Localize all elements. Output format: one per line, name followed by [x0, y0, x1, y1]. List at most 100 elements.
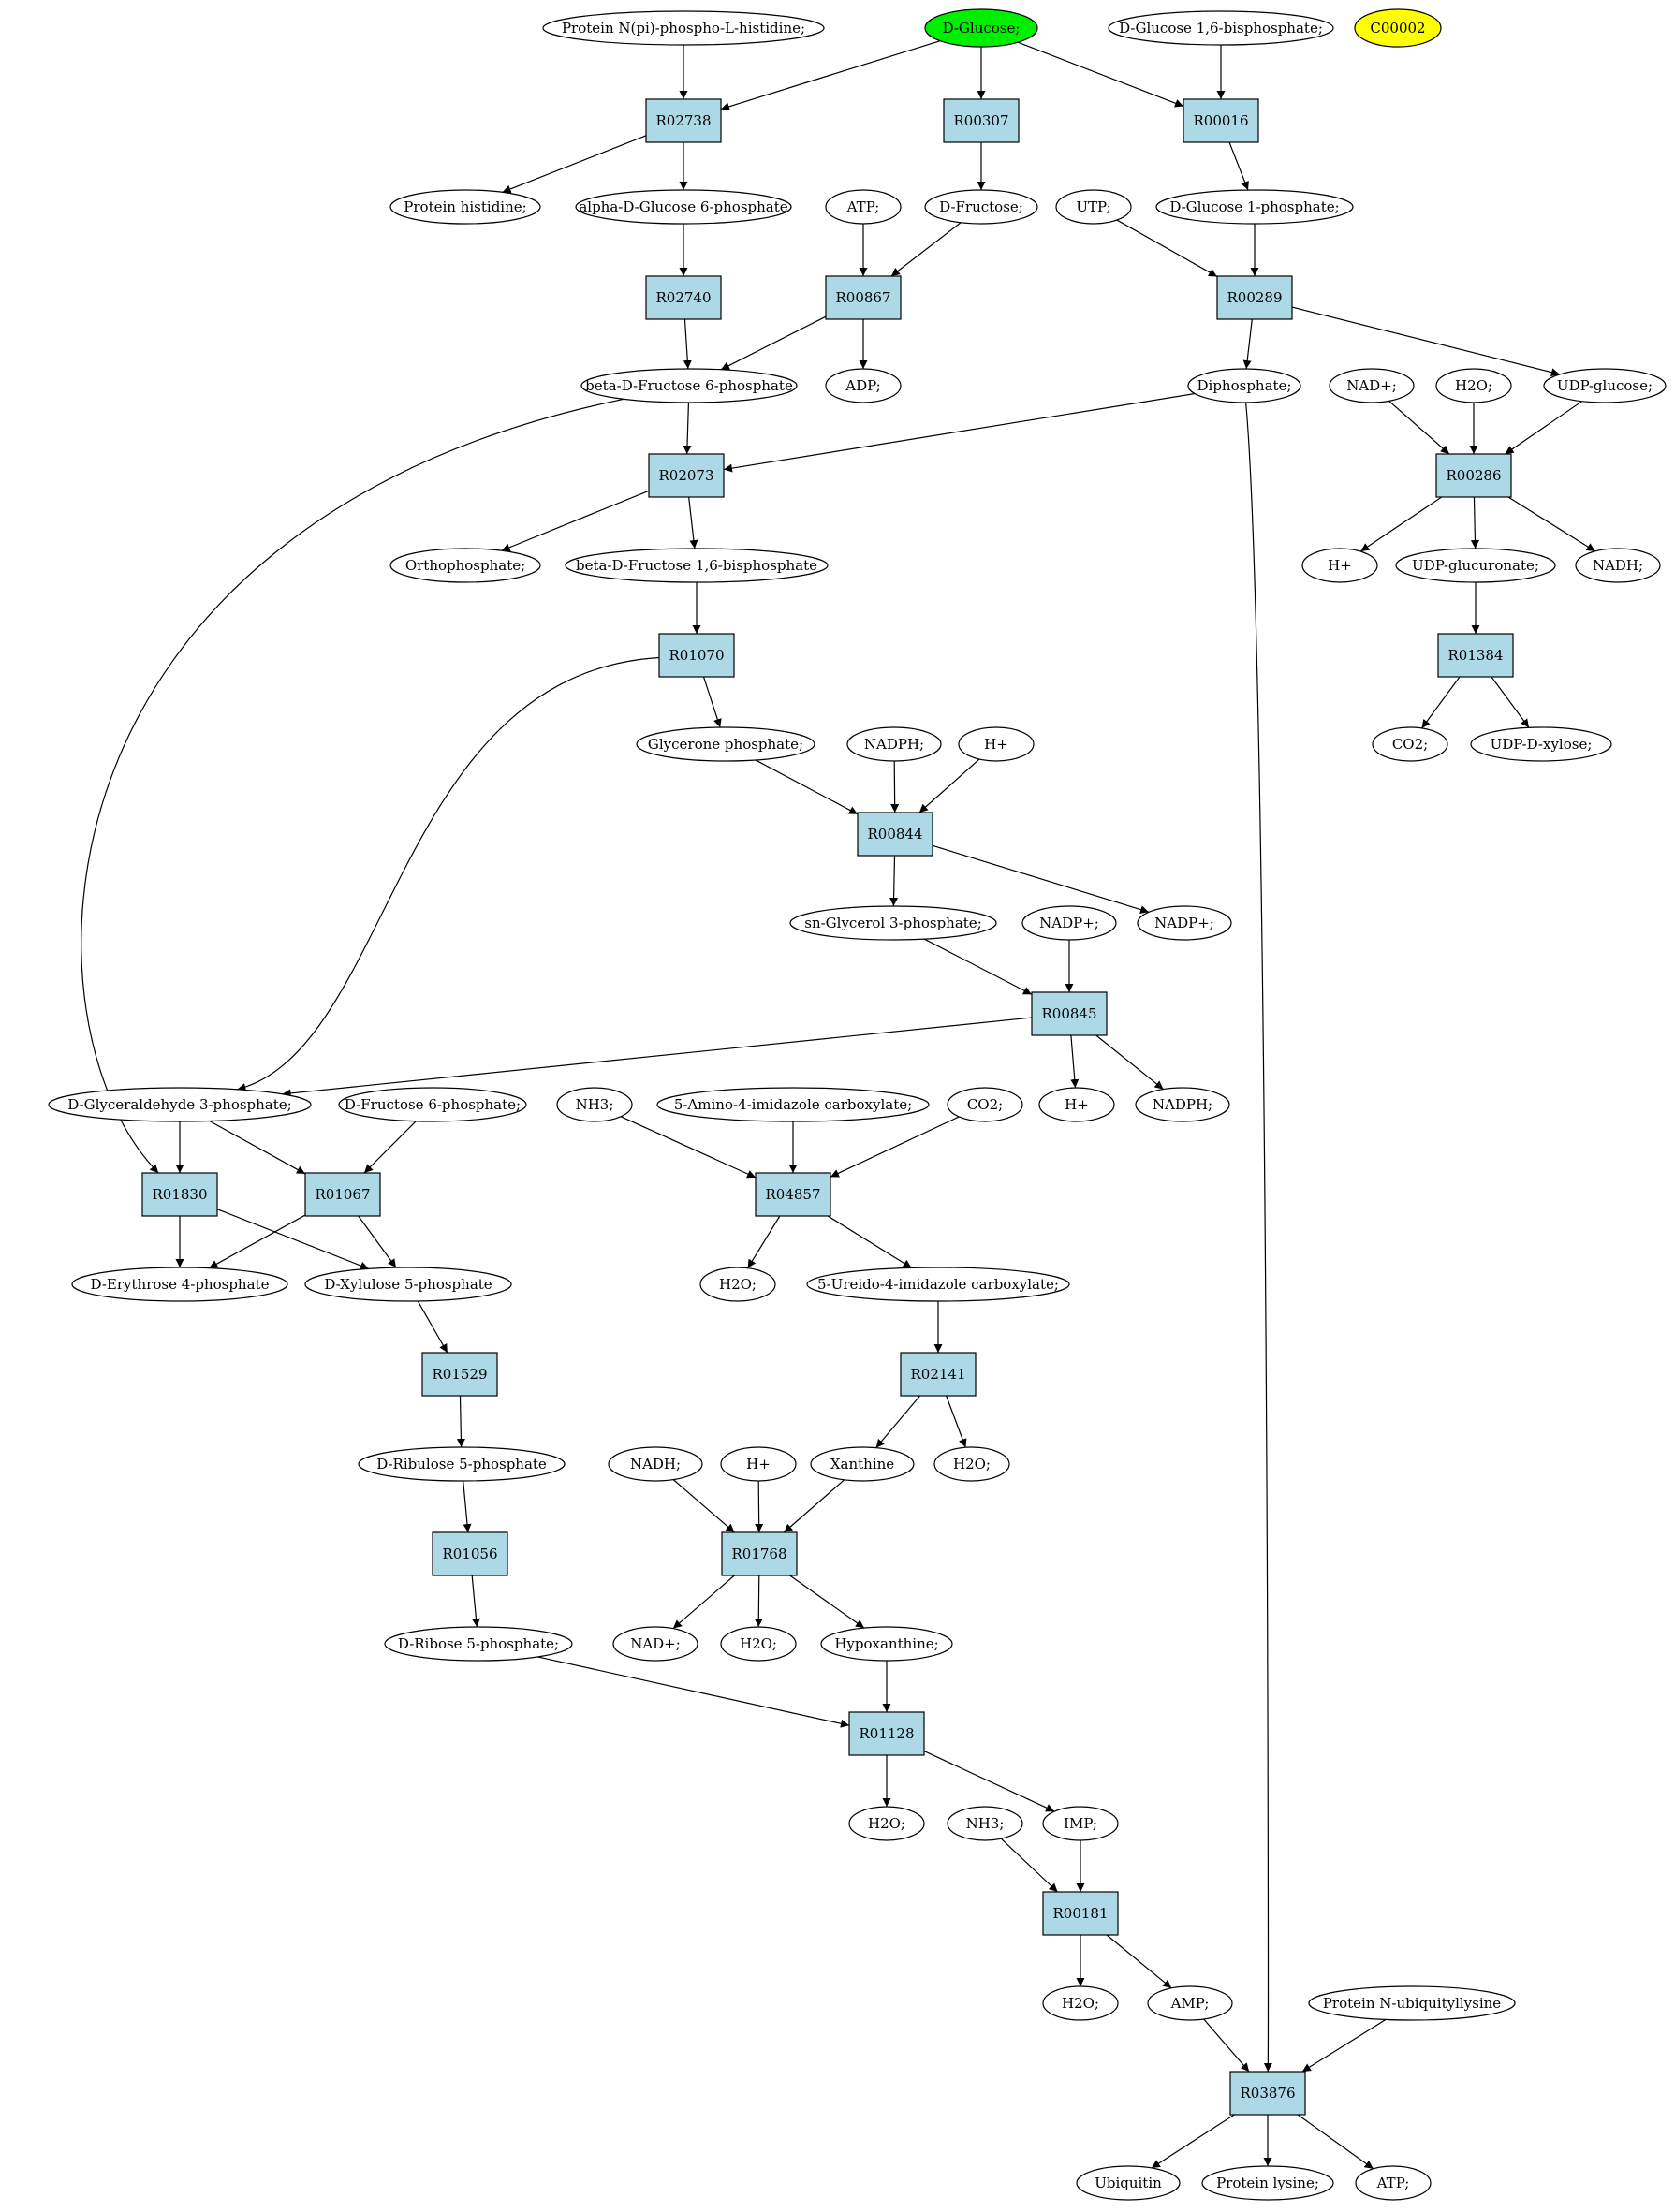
- edge-r22-to-n58: [1297, 2114, 1374, 2170]
- compound-ellipse: [846, 726, 942, 762]
- edge-r16-to-n41: [456, 1395, 465, 1448]
- node-label: R01128: [859, 1725, 914, 1742]
- node-label: H2O;: [740, 1635, 777, 1652]
- compound-node-n21: NADH;: [1575, 548, 1661, 583]
- compound-node-n29: NADP+;: [1021, 905, 1117, 941]
- compound-node-n52: IMP;: [1042, 1806, 1119, 1841]
- compound-ellipse: [947, 1087, 1023, 1122]
- compound-node-n35: H+: [1038, 1087, 1115, 1122]
- node-label: R00867: [835, 289, 890, 306]
- reaction-node-r9: R01070: [658, 633, 735, 678]
- edge-r6-to-n13: [1242, 318, 1253, 370]
- node-label: H2O;: [1062, 1995, 1099, 2012]
- reaction-box: [1435, 453, 1512, 498]
- compound-node-n39: H2O;: [699, 1267, 776, 1302]
- node-label: R01067: [315, 1186, 370, 1203]
- node-label: beta-D-Fructose 1,6-bisphosphate: [576, 557, 817, 574]
- compound-node-n3: D-Glucose 1,6-bisphosphate;: [1108, 10, 1334, 46]
- node-label: D-Glyceraldehyde 3-phosphate;: [67, 1096, 291, 1113]
- compound-node-n11: beta-D-Fructose 6-phosphate: [580, 368, 798, 403]
- compound-ellipse: [575, 189, 792, 225]
- node-label: H2O;: [1455, 377, 1492, 394]
- compound-ellipse: [656, 1087, 930, 1122]
- node-label: D-Erythrose 4-phosphate: [91, 1276, 270, 1293]
- compound-ellipse: [789, 905, 997, 941]
- node-label: NADP+;: [1039, 915, 1099, 931]
- edge-n41-to-r18: [463, 1480, 472, 1533]
- compound-node-n47: NAD+;: [612, 1626, 698, 1662]
- compound-ellipse: [1155, 189, 1354, 225]
- node-label: R02738: [655, 112, 711, 129]
- compound-node-n7: ATP;: [825, 189, 902, 225]
- node-label: Ubiquitin: [1095, 2175, 1162, 2191]
- compound-ellipse: [1372, 726, 1448, 762]
- reaction-box: [825, 275, 902, 320]
- compound-ellipse: [825, 189, 902, 225]
- reaction-node-r21: R00181: [1042, 1891, 1119, 1936]
- reaction-node-r15: R04857: [755, 1172, 831, 1217]
- reaction-box: [1229, 2071, 1306, 2116]
- compound-ellipse: [1575, 548, 1661, 583]
- compound-node-n48: H2O;: [720, 1626, 797, 1662]
- compound-ellipse: [720, 1626, 797, 1662]
- reaction-box: [304, 1172, 381, 1217]
- node-label: D-Glucose;: [943, 20, 1021, 37]
- edge-n8-to-r5: [890, 222, 962, 277]
- compound-node-n8: D-Fructose;: [924, 189, 1038, 225]
- edge-n51-to-r21: [1000, 1838, 1058, 1893]
- node-label: Hypoxanthine;: [834, 1635, 938, 1652]
- node-label: R01529: [432, 1366, 487, 1383]
- node-label: IMP;: [1064, 1815, 1097, 1832]
- edge-n11-to-r7: [683, 402, 692, 455]
- compound-ellipse: [1355, 2165, 1432, 2201]
- reaction-box: [848, 1711, 925, 1756]
- compound-node-n54: AMP;: [1147, 1985, 1233, 2021]
- compound-node-n13: Diphosphate;: [1187, 368, 1301, 403]
- edge-r18-to-n46: [471, 1575, 480, 1628]
- reaction-node-r2: R00307: [943, 98, 1020, 143]
- node-label: D-Fructose 6-phosphate;: [345, 1096, 521, 1113]
- node-label: R02141: [910, 1366, 965, 1383]
- edge-r17-to-n44: [875, 1395, 921, 1449]
- node-label: UDP-D-xylose;: [1491, 736, 1593, 753]
- compound-ellipse: [304, 1267, 512, 1302]
- edge-n24-to-r11: [918, 758, 980, 813]
- compound-node-n26: UDP-D-xylose;: [1470, 726, 1612, 762]
- node-label: R01768: [731, 1545, 786, 1562]
- edge-n22-to-r11: [755, 759, 859, 815]
- compound-ellipse: [1137, 905, 1232, 941]
- node-label: D-Ribose 5-phosphate;: [398, 1635, 559, 1652]
- compound-ellipse: [608, 1446, 703, 1482]
- node-label: Protein N(pi)-phospho-L-histidine;: [562, 20, 805, 37]
- compound-ellipse: [1470, 726, 1612, 762]
- edge-r12-to-n30: [282, 1017, 1033, 1098]
- edge-n42-to-r19: [672, 1479, 735, 1533]
- compound-ellipse: [542, 10, 825, 46]
- compound-node-n58: ATP;: [1355, 2165, 1432, 2201]
- compound-ellipse: [636, 726, 815, 762]
- compound-node-n4: C00002: [1354, 8, 1442, 48]
- edge-n46-to-r20: [537, 1656, 850, 1728]
- reaction-box: [432, 1531, 508, 1576]
- edge-r19-to-n48: [754, 1575, 763, 1628]
- edge-n13-to-r22: [1245, 402, 1272, 2073]
- reaction-node-r6: R00289: [1216, 275, 1293, 320]
- reaction-box: [1216, 275, 1293, 320]
- node-label: R02740: [655, 289, 711, 306]
- reaction-node-r10: R01384: [1437, 633, 1514, 678]
- node-label: R00289: [1227, 289, 1282, 306]
- compound-ellipse: [1543, 368, 1667, 403]
- edge-r11-to-n27: [889, 855, 899, 907]
- node-label: Protein histidine;: [404, 198, 526, 215]
- node-label: R01070: [669, 647, 724, 664]
- compound-node-n56: Ubiquitin: [1076, 2165, 1181, 2201]
- node-label: R00286: [1446, 467, 1501, 484]
- compound-node-n46: D-Ribose 5-phosphate;: [384, 1626, 573, 1662]
- edge-n32-to-r15: [620, 1116, 757, 1179]
- compound-node-n41: D-Ribulose 5-phosphate: [358, 1446, 566, 1482]
- compound-node-n20: UDP-glucuronate;: [1395, 548, 1556, 583]
- reaction-node-r1: R02738: [645, 98, 722, 143]
- compound-node-n14: NAD+;: [1329, 368, 1415, 403]
- compound-ellipse: [1055, 189, 1132, 225]
- compound-ellipse: [565, 548, 829, 583]
